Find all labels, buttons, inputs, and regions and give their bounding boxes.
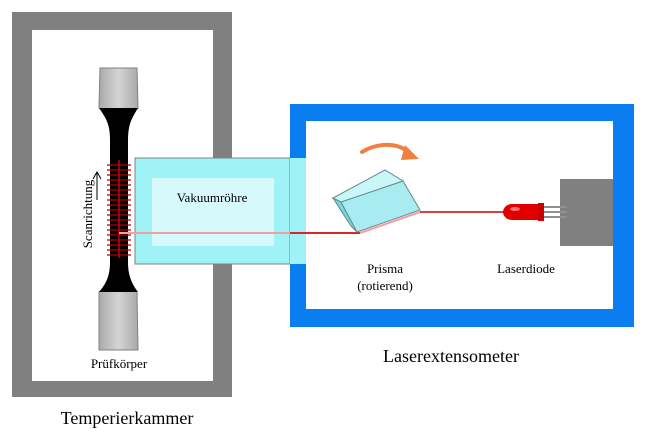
laser-diode-flange <box>538 203 544 221</box>
laser-diode <box>503 179 613 246</box>
laser-diode-pins <box>543 206 567 218</box>
rotation-arrow <box>360 142 419 160</box>
laser-beams <box>119 211 505 234</box>
scan-direction-label: Scanrichtung <box>80 179 95 248</box>
laserextensometer-title: Laserextensometer <box>383 346 519 366</box>
specimen-lower-grip <box>98 281 139 351</box>
specimen-label: Prüfkörper <box>91 356 148 371</box>
prism-internal-beam <box>359 211 421 234</box>
scan-direction-arrow <box>92 170 102 200</box>
vacuum-tube-inner <box>152 178 274 246</box>
laser-diode-label: Laserdiode <box>497 261 555 276</box>
prism-label-line1: Prisma <box>367 261 403 276</box>
prism <box>331 169 421 233</box>
prism-label-line2: (rotierend) <box>357 278 413 293</box>
laser-diode-mount <box>560 179 613 246</box>
vacuum-tube-connector <box>290 158 306 264</box>
temperierkammer-title: Temperierkammer <box>61 408 194 428</box>
prism-top-face <box>331 169 405 203</box>
vacuum-tube <box>134 157 306 265</box>
vacuum-tube-label: Vakuumröhre <box>177 190 248 205</box>
laser-diode-body <box>503 204 538 220</box>
laser-diode-highlight <box>510 207 520 211</box>
specimen <box>98 67 139 351</box>
